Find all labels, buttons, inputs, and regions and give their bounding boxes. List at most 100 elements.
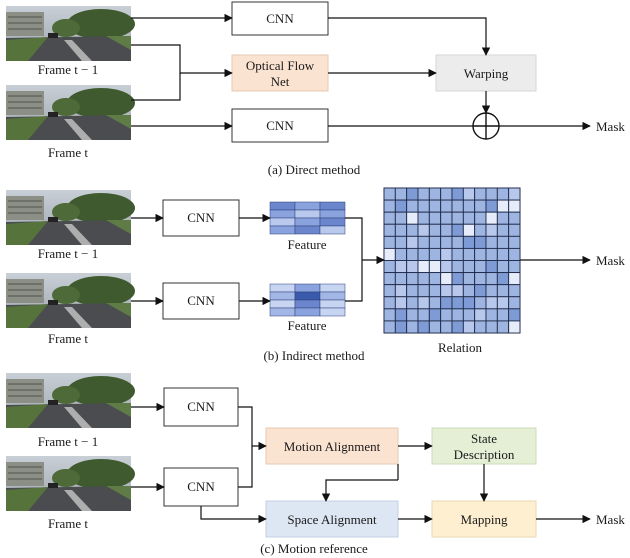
relation-cell — [394, 211, 408, 225]
relation-cell — [406, 187, 419, 201]
road-scene-photo — [6, 6, 135, 61]
relation-cell — [406, 284, 419, 298]
relation-cell — [417, 260, 430, 274]
relation-cell — [508, 308, 521, 322]
relation-cell — [474, 260, 487, 274]
relation-cell — [428, 260, 442, 274]
relation-cell — [451, 223, 464, 237]
relation-cell — [417, 247, 430, 261]
frame-prev-label: Frame t − 1 — [38, 62, 98, 77]
cnn-label: CNN — [187, 293, 215, 308]
cnn-box — [163, 467, 239, 507]
relation-cell — [474, 296, 487, 310]
relation-cell — [451, 235, 464, 249]
road-scene-photo — [6, 273, 135, 328]
frame-prev-label: Frame t − 1 — [38, 434, 98, 449]
grid-cell — [269, 307, 296, 317]
relation-cell — [485, 199, 498, 213]
relation-cell — [383, 284, 396, 298]
relation-cell — [406, 272, 419, 286]
relation-cell — [451, 199, 464, 213]
relation-cell — [440, 211, 453, 225]
relation-cell — [462, 199, 476, 213]
relation-cell — [474, 223, 487, 237]
cnn-label: CNN — [266, 11, 294, 26]
grid-cell — [294, 291, 321, 301]
cnn-box — [231, 1, 329, 36]
relation-cell — [428, 199, 442, 213]
warping-label: Warping — [464, 66, 509, 81]
relation-cell — [496, 284, 510, 298]
frame-cur-label: Frame t — [48, 145, 88, 160]
relation-cell — [417, 308, 430, 322]
grid-cell — [294, 217, 321, 227]
relation-cell — [406, 296, 419, 310]
grid-cell — [294, 283, 321, 293]
relation-cell — [440, 223, 453, 237]
cnn-label: CNN — [187, 210, 215, 225]
relation-cell — [474, 272, 487, 286]
caption: (a) Direct method — [268, 162, 361, 177]
grid-cell — [319, 307, 346, 317]
relation-cell — [406, 223, 419, 237]
grid-cell — [294, 201, 321, 211]
relation-cell — [508, 211, 521, 225]
road-scene-photo — [6, 190, 135, 245]
relation-cell — [417, 199, 430, 213]
relation-cell — [394, 308, 408, 322]
grid-cell — [269, 283, 296, 293]
relation-cell — [428, 187, 442, 201]
relation-cell — [428, 284, 442, 298]
frame-prev-label: Frame t − 1 — [38, 246, 98, 261]
grid-cell — [269, 291, 296, 301]
relation-cell — [394, 187, 408, 201]
xor-circle-icon — [472, 112, 500, 140]
relation-cell — [451, 187, 464, 201]
relation-cell — [485, 187, 498, 201]
road-scene-photo — [6, 373, 135, 428]
panel-direct-method: Frame t − 1 Frame t CNN Optical Flow Net… — [6, 1, 625, 177]
relation-cell — [496, 247, 510, 261]
relation-cell — [440, 199, 453, 213]
grid-cell — [269, 299, 296, 309]
relation-cell — [406, 320, 419, 334]
relation-cell — [394, 223, 408, 237]
relation-cell — [496, 260, 510, 274]
grid-cell — [269, 209, 296, 219]
relation-cell — [485, 296, 498, 310]
relation-cell — [485, 320, 498, 334]
relation-cell — [462, 247, 476, 261]
relation-cell — [417, 296, 430, 310]
relation-cell — [451, 211, 464, 225]
grid-cell — [319, 201, 346, 211]
relation-cell — [496, 296, 510, 310]
relation-matrix — [383, 187, 521, 334]
mask-label: Mask — [596, 119, 625, 134]
mapping-label: Mapping — [461, 512, 508, 527]
relation-cell — [394, 320, 408, 334]
state-description-box — [431, 427, 537, 465]
relation-cell — [440, 235, 453, 249]
relation-cell — [417, 211, 430, 225]
relation-cell — [383, 272, 396, 286]
relation-cell — [496, 199, 510, 213]
cnn-box — [162, 199, 240, 237]
relation-cell — [417, 320, 430, 334]
relation-cell — [428, 247, 442, 261]
relation-cell — [508, 320, 521, 334]
relation-cell — [440, 187, 453, 201]
relation-cell — [417, 235, 430, 249]
relation-cell — [508, 284, 521, 298]
relation-cell — [485, 308, 498, 322]
optical-flow-label-1: Optical Flow — [246, 58, 315, 73]
relation-cell — [496, 187, 510, 201]
relation-cell — [383, 199, 396, 213]
relation-cell — [394, 260, 408, 274]
relation-cell — [440, 247, 453, 261]
grid-cell — [319, 291, 346, 301]
relation-cell — [394, 272, 408, 286]
state-description-label-2: Description — [454, 447, 515, 462]
grid-cell — [294, 225, 321, 235]
relation-cell — [451, 247, 464, 261]
relation-cell — [485, 211, 498, 225]
